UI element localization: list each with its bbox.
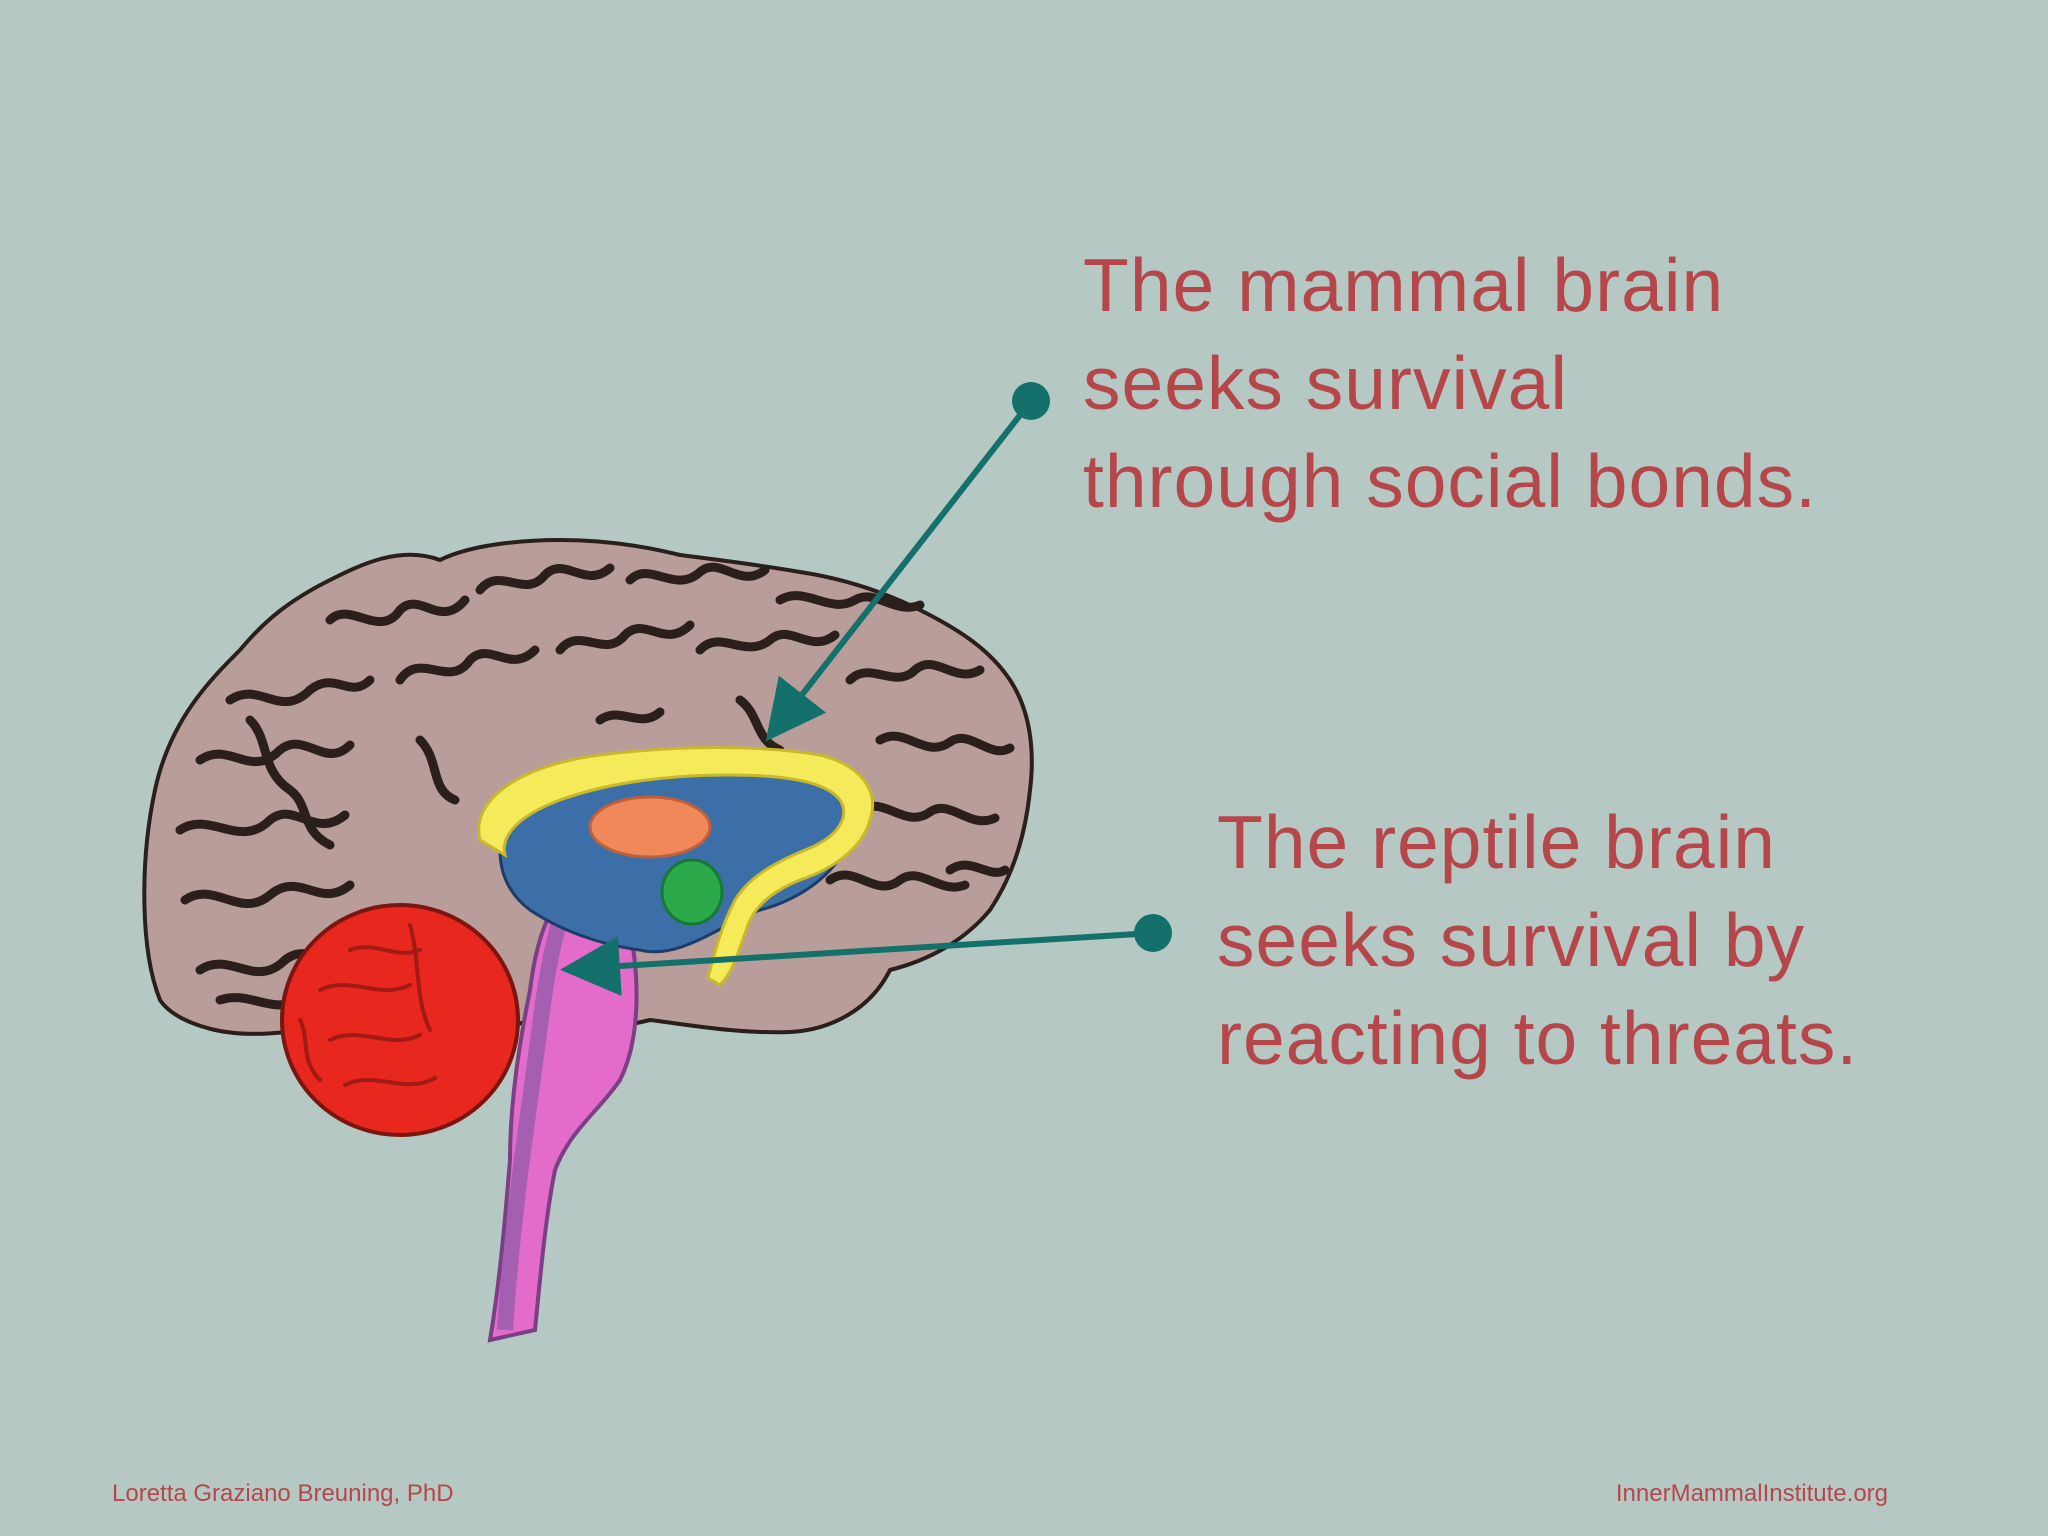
mammal-brain-pointer [765, 382, 1050, 742]
reptile-caption-line-2: seeks survival by [1217, 898, 1806, 982]
reptile-caption-line-3: reacting to threats. [1217, 996, 1859, 1080]
cerebellum [280, 903, 520, 1137]
mammal-caption-line-1: The mammal brain [1083, 243, 1725, 327]
footer-website: InnerMammalInstitute.org [1615, 1480, 1888, 1507]
footer-author: Loretta Graziano Breuning, PhD [112, 1480, 454, 1507]
reptile-brain-caption: The reptile brain seeks survival by reac… [1217, 793, 1858, 1087]
mammal-brain-caption: The mammal brain seeks survival through … [1083, 236, 1817, 530]
mammal-caption-line-2: seeks survival [1083, 341, 1568, 425]
hypothalamus [660, 858, 724, 926]
corpus-callosum [477, 746, 875, 987]
mammal-caption-line-3: through social bonds. [1083, 439, 1817, 523]
thalamus [588, 795, 712, 859]
reptile-brain-pointer [560, 914, 1172, 996]
reptile-caption-line-1: The reptile brain [1217, 800, 1776, 884]
